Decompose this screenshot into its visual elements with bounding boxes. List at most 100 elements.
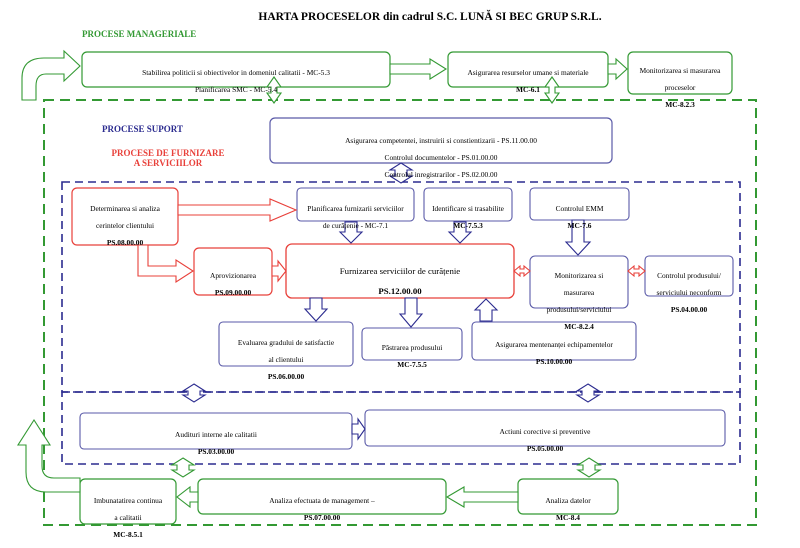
- ps10-line1: Asigurarea mentenanței echipamentelor: [495, 339, 613, 349]
- ps12-line1: Furnizarea serviciilor de curățenie: [339, 266, 461, 276]
- ps08-line2: cerintelor clientului: [95, 220, 155, 230]
- section-label-suport: PROCESE SUPORT: [102, 124, 183, 134]
- box-mc755[interactable]: [361, 327, 463, 361]
- mc84-code: MC-8.4: [555, 512, 580, 522]
- text-ps12: Furnizarea serviciilor de curățenie PS.1…: [286, 256, 514, 306]
- ps11-line1: Asigurarea competentei, instruirii si co…: [345, 135, 537, 145]
- frame-improvement: [61, 391, 741, 465]
- section-label-manageriale: PROCESE MANAGERIALE: [82, 29, 197, 39]
- arrow-ps12-to-mc755: [398, 297, 424, 328]
- arrow-mc753-to-ps12: [447, 221, 473, 244]
- box-mc823[interactable]: [627, 51, 733, 95]
- darrow-frame-left: [181, 383, 207, 403]
- text-ps08: Determinarea si analiza cerintelor clien…: [72, 196, 178, 256]
- mc61-code: MC-6.1: [515, 84, 540, 94]
- mc851-line2: a calitatii: [114, 512, 142, 522]
- ps08-line1: Determinarea si analiza: [90, 203, 160, 213]
- ps08-code: PS.08.00.00: [106, 237, 144, 247]
- text-mc71: Planificarea furnizarii serviciilor de c…: [297, 196, 414, 239]
- text-mc753: Identificare si trasabilite MC-7.5.3: [424, 196, 512, 239]
- mc851-code: MC-8.5.1: [113, 529, 143, 539]
- ps09-code: PS.09.00.00: [214, 287, 252, 297]
- mc755-code: MC-7.5.5: [397, 359, 427, 369]
- ps03-code: PS.03.00.00: [197, 446, 235, 456]
- arrow-ps12-to-ps06: [303, 297, 329, 322]
- darrow-frame-right: [575, 383, 601, 403]
- frame-outer-green: [43, 99, 757, 526]
- mc71-line2: de curățenie - MC-7.1: [322, 220, 389, 230]
- ps07-line1: Analiza efectuata de management –: [269, 495, 375, 505]
- ps07-code: PS.07.00.00: [303, 512, 341, 522]
- ps09-line1: Aprovizionarea: [210, 270, 256, 280]
- mc851-line1: Imbunatatirea continua: [93, 495, 163, 505]
- text-mc53: Stabilirea politicii si obiectivelor in …: [82, 60, 390, 103]
- box-ps08[interactable]: [71, 187, 179, 246]
- arrow-mc76-to-mc824: [564, 219, 592, 256]
- darrow-mc61-down: [543, 76, 561, 104]
- arrow-ps08-to-mc71: [177, 198, 298, 222]
- mc824-line3: produsului/serviciului: [546, 304, 612, 314]
- arrow-ps03-to-ps05: [351, 417, 366, 441]
- box-ps05[interactable]: [364, 409, 726, 447]
- box-ps06[interactable]: [218, 321, 354, 367]
- mc61-line1: Asigurarea resurselor umane si materiale: [467, 67, 589, 77]
- box-ps11[interactable]: [269, 117, 613, 164]
- text-ps10: Asigurarea mentenanței echipamentelor PS…: [472, 332, 636, 375]
- text-ps04: Controlul produsului/ serviciului neconf…: [645, 263, 733, 323]
- darrow-mc53-down: [265, 76, 283, 104]
- ps06-line2: al clientului: [268, 354, 304, 364]
- text-mc851: Imbunatatirea continua a calitatii MC-8.…: [80, 488, 176, 548]
- ps05-line1: Actiuni corective si preventive: [499, 426, 591, 436]
- mc76-code: MC-7.6: [567, 220, 592, 230]
- text-mc76: Controlul EMM MC-7.6: [530, 196, 629, 239]
- arrow-mc61-to-mc823: [607, 57, 628, 81]
- diagram-title: HARTA PROCESELOR din cadrul S.C. LUNĂ SI…: [258, 11, 602, 23]
- text-mc824: Monitorizarea si masurarea produsului/se…: [530, 263, 628, 340]
- process-map-diagram: [16, 49, 757, 526]
- ps04-line1: Controlul produsului/: [657, 270, 721, 280]
- arrow-ps08-to-ps09: [137, 244, 195, 284]
- ps03-line1: Audituri interne ale calitatii: [175, 429, 257, 439]
- darrow-mc824-ps04: [627, 264, 646, 278]
- box-mc753[interactable]: [423, 187, 513, 222]
- mc755-line1: Păstrarea produsului: [381, 342, 443, 352]
- arrow-mc71-to-ps12: [338, 221, 364, 244]
- mc53-line2: Planificarea SMC - MC-5.4: [194, 84, 278, 94]
- arrow-ps07-to-mc851: [176, 485, 199, 509]
- mc71-line1: Planificarea furnizarii serviciilor: [307, 203, 404, 213]
- ps05-code: PS.05.00.00: [526, 443, 564, 453]
- text-mc61: Asigurarea resurselor umane si materiale…: [448, 60, 608, 103]
- mc753-line1: Identificare si trasabilite: [432, 203, 504, 213]
- text-mc755: Păstrarea produsului MC-7.5.5: [362, 335, 462, 378]
- darrow-ps11-down: [388, 162, 414, 184]
- text-ps11: Asigurarea competentei, instruirii si co…: [270, 128, 612, 188]
- box-mc824[interactable]: [529, 255, 629, 309]
- ps06-code: PS.06.00.00: [267, 371, 305, 381]
- box-mc71[interactable]: [296, 187, 415, 222]
- mc53-line1: Stabilirea politicii si obiectivelor in …: [142, 67, 330, 77]
- box-ps04[interactable]: [644, 255, 734, 297]
- box-ps10[interactable]: [471, 321, 637, 361]
- loop-arrow-bottom-left: [16, 418, 81, 493]
- arrow-ps10-to-ps12: [473, 298, 499, 322]
- text-mc823: Monitorizarea si masurarea proceselor MC…: [628, 58, 732, 118]
- arrow-ps09-to-ps12: [271, 259, 287, 283]
- mc753-code: MC-7.5.3: [453, 220, 483, 230]
- text-ps06: Evaluarea gradului de satisfactie al cli…: [219, 330, 353, 390]
- box-mc851[interactable]: [79, 478, 177, 525]
- darrow-ps05-down: [576, 457, 602, 478]
- mc76-line1: Controlul EMM: [555, 203, 604, 213]
- mc823-code: MC-8.2.3: [665, 99, 695, 109]
- arrow-mc53-to-mc61: [389, 58, 448, 80]
- mc824-line1: Monitorizarea si: [554, 270, 604, 280]
- darrow-ps03-down: [170, 457, 196, 478]
- mc824-line2: masurarea: [563, 287, 595, 297]
- ps04-line2: serviciului neconform: [656, 287, 722, 297]
- section-label-furnizare: PROCESE DE FURNIZARE A SERVICIILOR: [88, 148, 248, 168]
- mc84-line1: Analiza datelor: [545, 495, 591, 505]
- mc824-code: MC-8.2.4: [564, 322, 594, 332]
- mc823-line1: Monitorizarea si masurarea: [639, 65, 721, 75]
- ps04-code: PS.04.00.00: [670, 304, 708, 314]
- ps06-line1: Evaluarea gradului de satisfactie: [237, 337, 335, 347]
- ps11-line3: Controlul inregistrarilor - PS.02.00.00: [384, 169, 498, 179]
